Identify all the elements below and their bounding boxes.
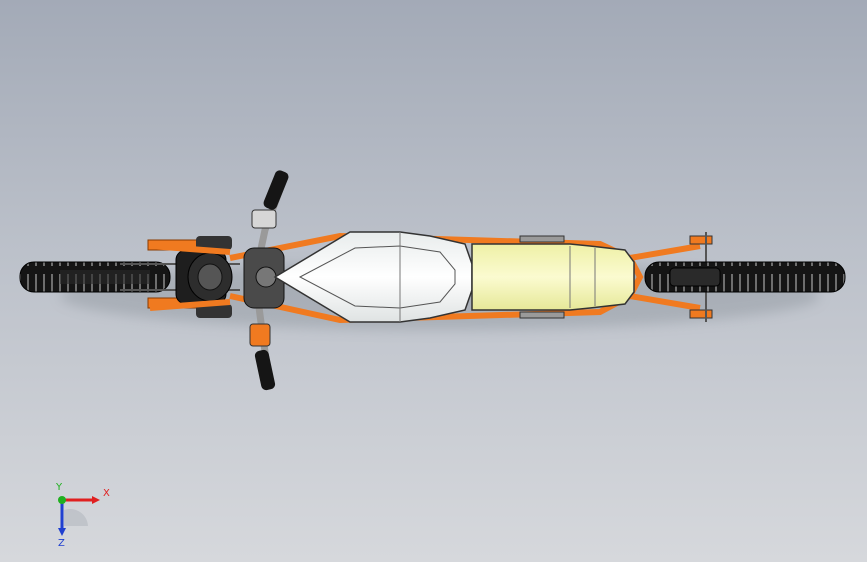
axis-triad: X Z Y [55,482,110,549]
x-axis-label: X [103,488,110,499]
footpegs [519,235,565,319]
z-axis-label: Z [58,538,65,549]
rear-wheel[interactable] [644,261,846,293]
triad-shadow [64,508,88,526]
x-axis-head [92,496,100,504]
y-axis-label: Y [55,482,63,493]
z-axis-head [58,528,66,536]
front-wheel[interactable] [19,261,171,293]
seat[interactable] [471,243,635,311]
handlebar[interactable] [243,169,290,391]
y-axis-dot [58,496,66,504]
